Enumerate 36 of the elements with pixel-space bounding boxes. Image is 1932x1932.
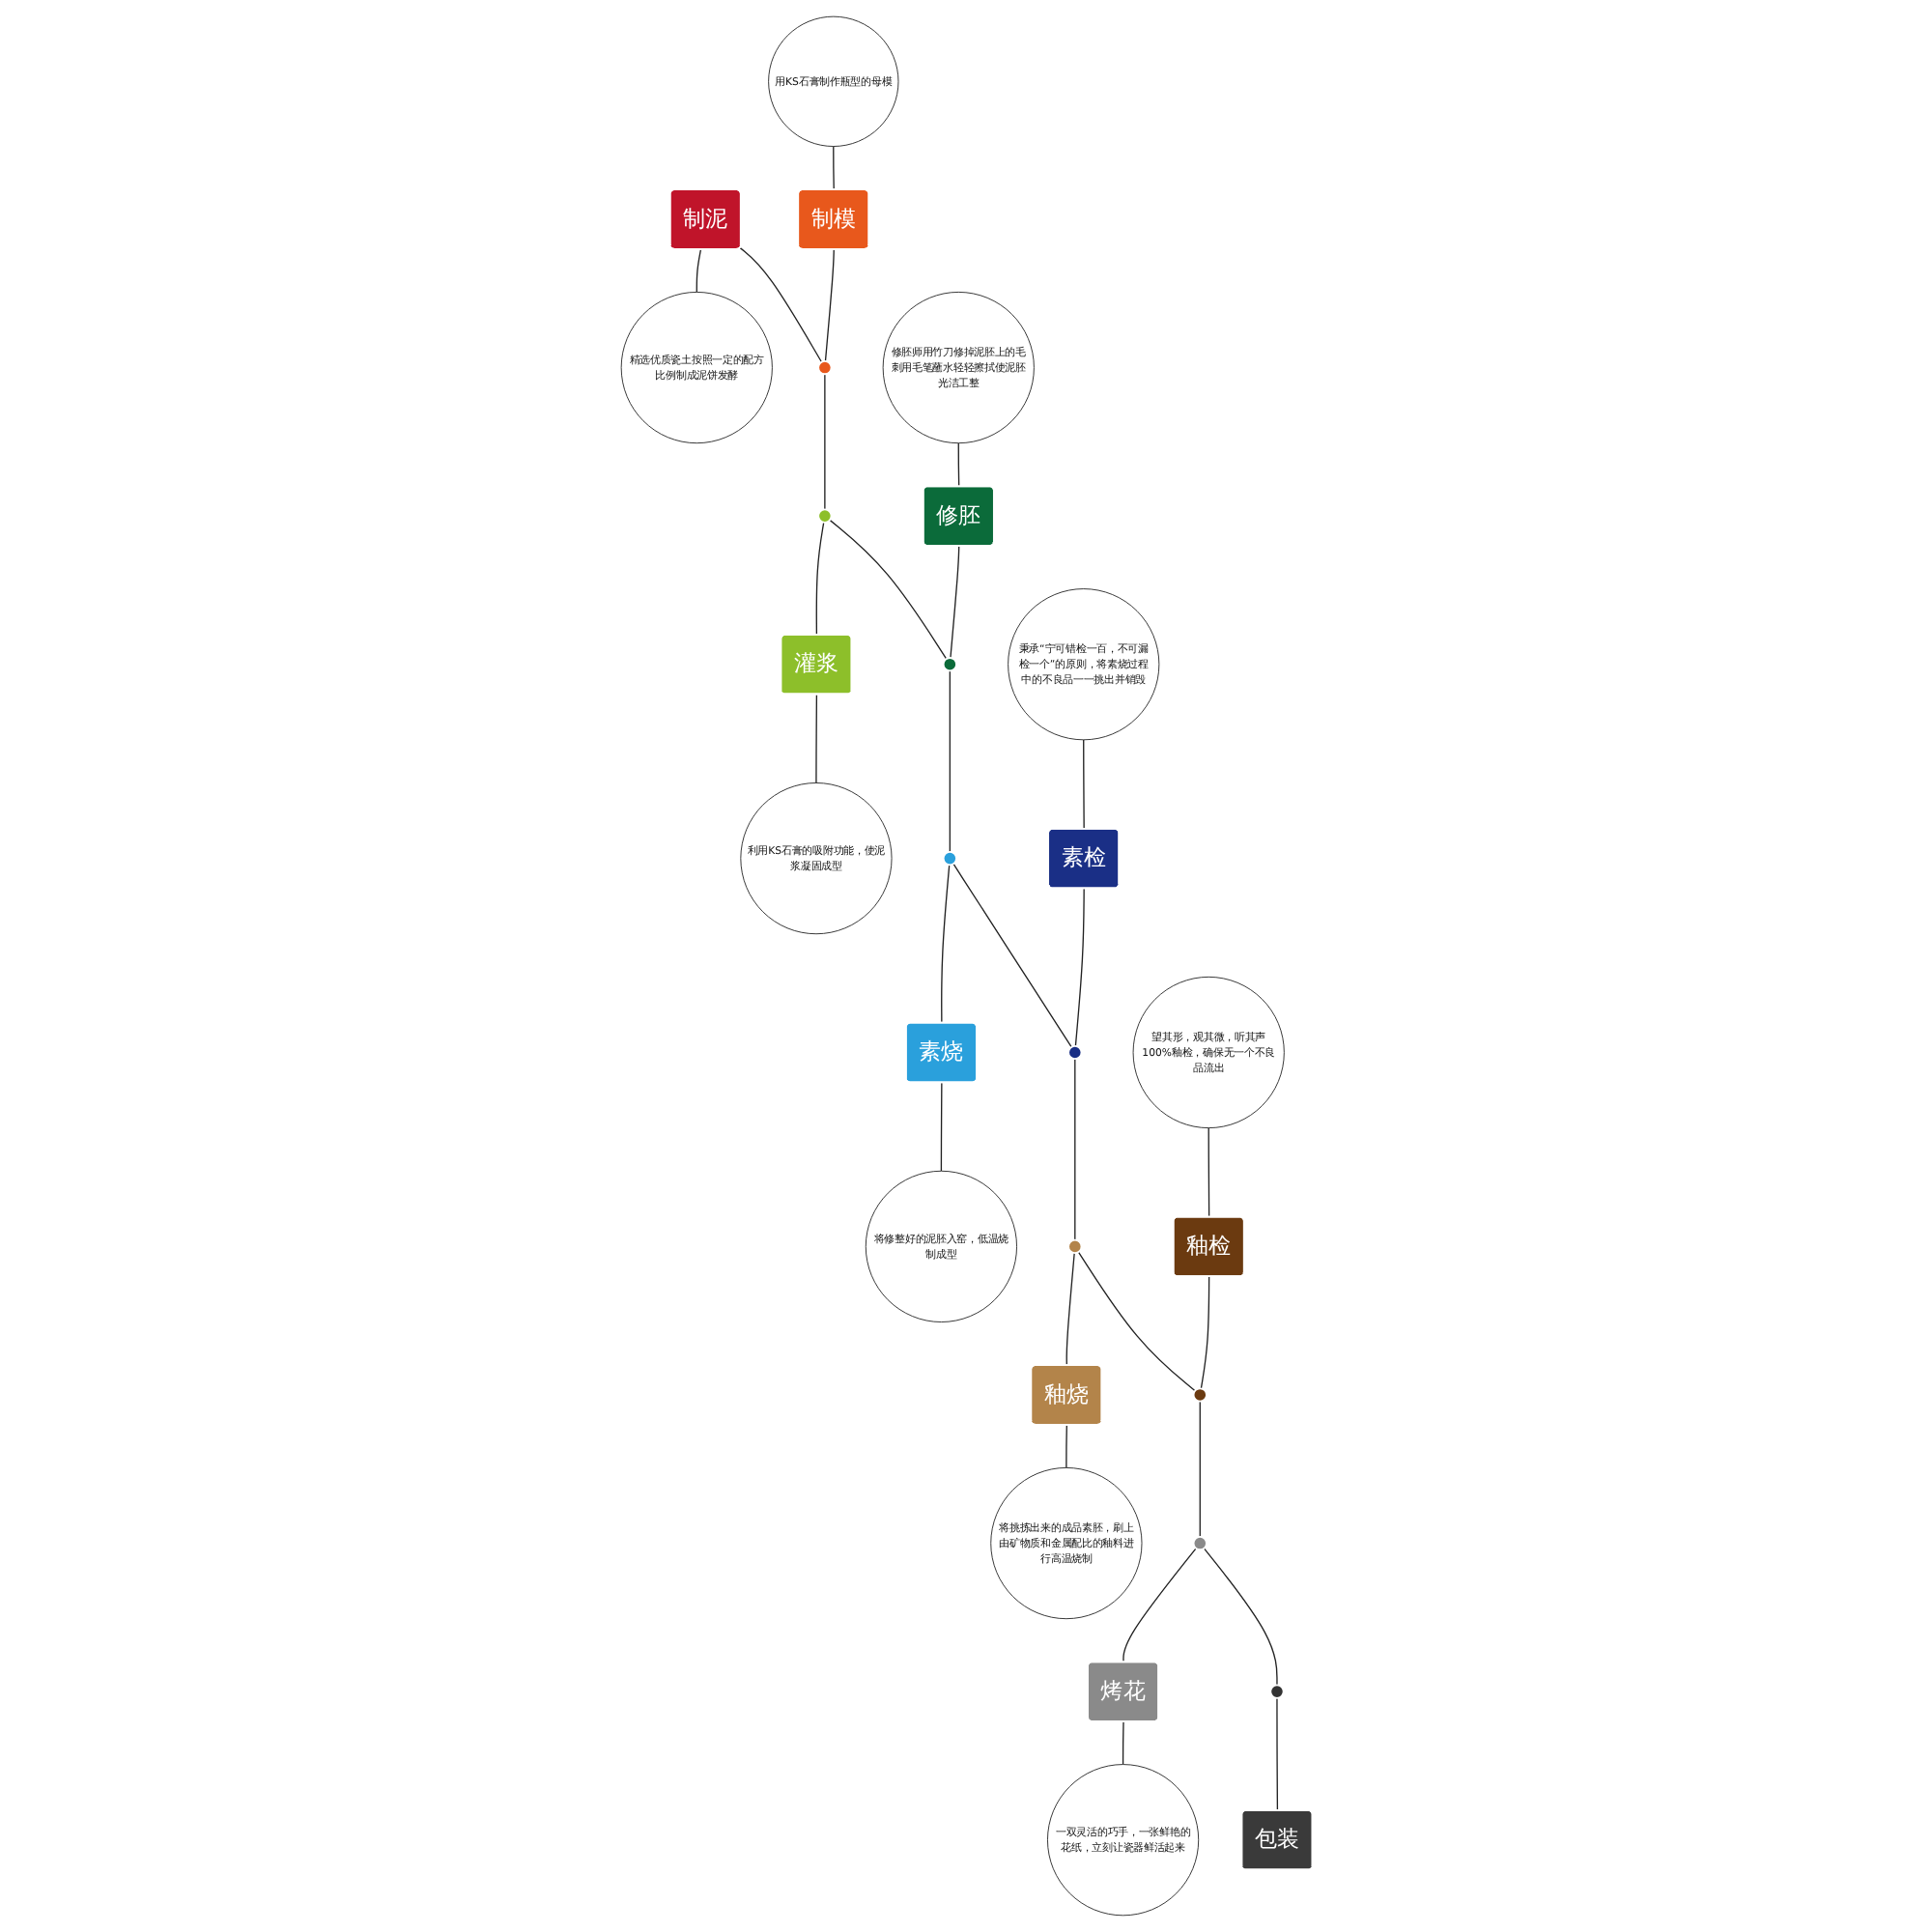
node-circle — [1268, 1684, 1284, 1699]
connector — [1082, 739, 1084, 830]
connector — [814, 522, 824, 636]
connector — [738, 246, 822, 363]
node-circle — [816, 359, 832, 376]
connector — [832, 145, 835, 191]
connector — [1073, 1058, 1075, 1241]
connector — [948, 669, 951, 853]
connector — [1073, 888, 1084, 1047]
connector — [949, 545, 959, 659]
node-circle — [1066, 1238, 1082, 1254]
node-circle — [816, 508, 832, 524]
node-circle — [1191, 1387, 1207, 1403]
node-circle — [941, 851, 957, 867]
connector — [1198, 1401, 1201, 1538]
node-circle — [1066, 1044, 1082, 1061]
connector — [695, 248, 701, 294]
connector — [1065, 1252, 1074, 1367]
connector — [1275, 1697, 1278, 1811]
connector — [1207, 1126, 1209, 1218]
connector — [1065, 1424, 1067, 1469]
node-circle — [1191, 1535, 1207, 1551]
node-circle — [941, 657, 957, 672]
connector — [1199, 1276, 1209, 1390]
connector — [956, 442, 959, 488]
connector — [1202, 1548, 1277, 1687]
connector — [823, 373, 825, 511]
connector — [1076, 1251, 1195, 1392]
connector — [828, 519, 947, 660]
connector — [814, 694, 817, 784]
connector — [940, 864, 950, 1024]
connector — [952, 863, 1071, 1048]
connector — [1122, 1548, 1196, 1663]
connector — [823, 248, 835, 362]
connector — [1122, 1720, 1123, 1766]
connector — [939, 1082, 942, 1172]
